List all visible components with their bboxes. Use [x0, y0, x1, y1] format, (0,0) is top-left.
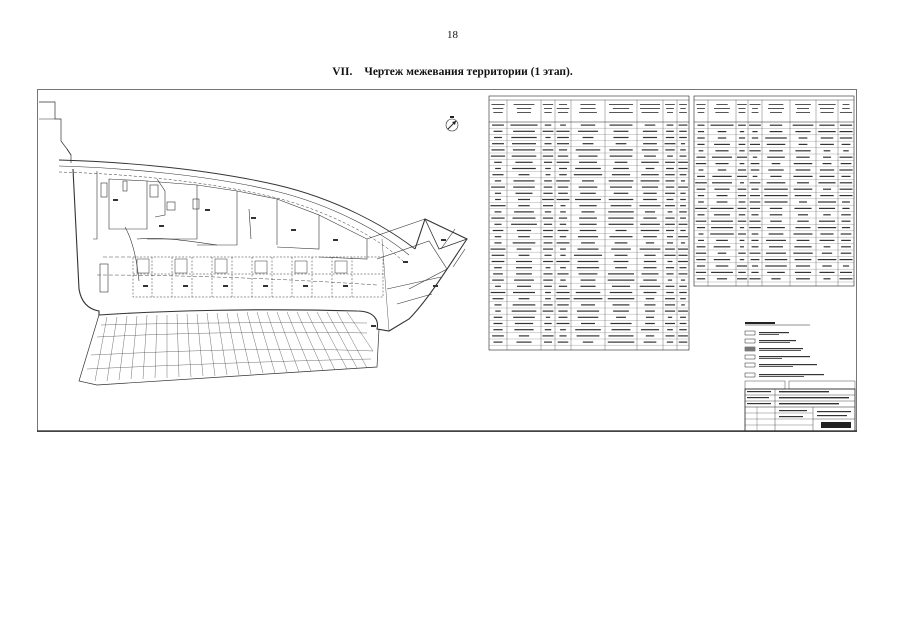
drawing-sheet-svg [37, 89, 857, 432]
legend-block [744, 322, 824, 378]
stamp-boxes [744, 380, 856, 390]
section-heading: VII. Чертеж межевания территории (1 этап)… [0, 66, 905, 78]
parcels-table-right [693, 95, 855, 287]
site-plan [39, 101, 468, 386]
site-boundary [72, 168, 468, 332]
section-title: Чертеж межевания территории (1 этап). [364, 66, 573, 78]
parcels-table-left [488, 95, 690, 351]
title-block-logo [821, 422, 851, 428]
page-number: 18 [447, 29, 458, 41]
drawing-sheet [37, 89, 857, 432]
north-arrow-icon [445, 116, 459, 132]
title-block [744, 388, 856, 432]
section-numeral: VII. [332, 66, 353, 78]
sheet-frame [37, 89, 857, 432]
